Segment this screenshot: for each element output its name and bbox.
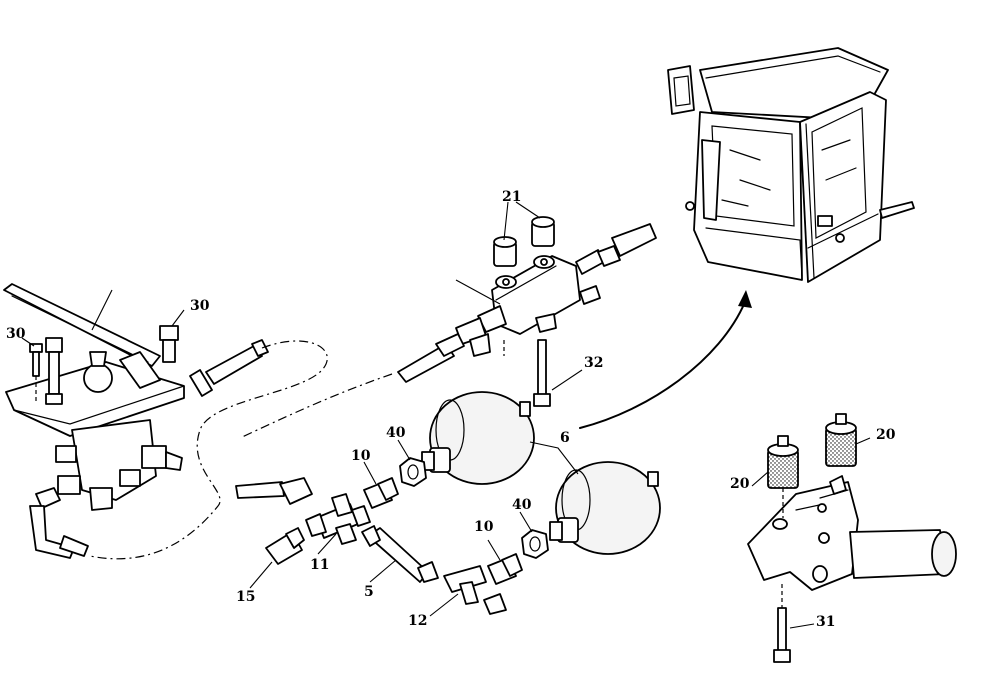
label-20-right: 20: [876, 427, 896, 443]
label-40-upper: 40: [386, 425, 406, 441]
hose-fitting-upper: [189, 339, 269, 397]
label-30-right: 30: [190, 298, 210, 314]
bolt-31: [773, 607, 791, 663]
valve-assembly: [397, 223, 657, 383]
adapter-10-lower: [487, 553, 523, 585]
label-21: 21: [502, 189, 522, 205]
tee-fitting-11: [305, 493, 371, 545]
bolt-32: [533, 339, 551, 407]
label-6: 6: [560, 430, 570, 446]
hose-5: [361, 525, 439, 583]
filter-21-left: [493, 236, 517, 267]
nut-40-upper: [399, 457, 427, 487]
accumulator-lower: [549, 461, 661, 555]
hose-route-line-2: [239, 373, 393, 439]
label-11: 11: [310, 557, 330, 573]
accumulator-upper: [421, 391, 535, 485]
label-30-left: 30: [6, 326, 26, 342]
brake-valve-right: [747, 475, 957, 591]
location-arrow: [579, 290, 752, 429]
filter-21-right: [531, 216, 555, 247]
elbow-fitting-12: [443, 565, 507, 615]
label-32: 32: [584, 355, 604, 371]
bolt-30-long: [45, 337, 63, 405]
label-31: 31: [816, 614, 836, 630]
label-12: 12: [408, 613, 428, 629]
adapter-10-upper: [363, 477, 399, 509]
pressure-switch-15: [265, 527, 305, 565]
label-40-lower: 40: [512, 497, 532, 513]
bolt-30-right: [159, 325, 179, 363]
nut-40-lower: [521, 529, 549, 559]
label-10-lower: 10: [474, 519, 494, 535]
label-10-upper: 10: [351, 448, 371, 464]
filter-20-left: [767, 435, 799, 489]
hose-fitting-middle: [235, 477, 313, 505]
operator-cab: [667, 47, 915, 283]
brake-pedal-valve: [3, 283, 185, 559]
label-20-left: 20: [730, 476, 750, 492]
label-5: 5: [364, 584, 374, 600]
bolt-30-left: [29, 343, 43, 377]
hose-route-line: [89, 340, 328, 560]
label-15: 15: [236, 589, 256, 605]
filter-20-right: [825, 413, 857, 467]
